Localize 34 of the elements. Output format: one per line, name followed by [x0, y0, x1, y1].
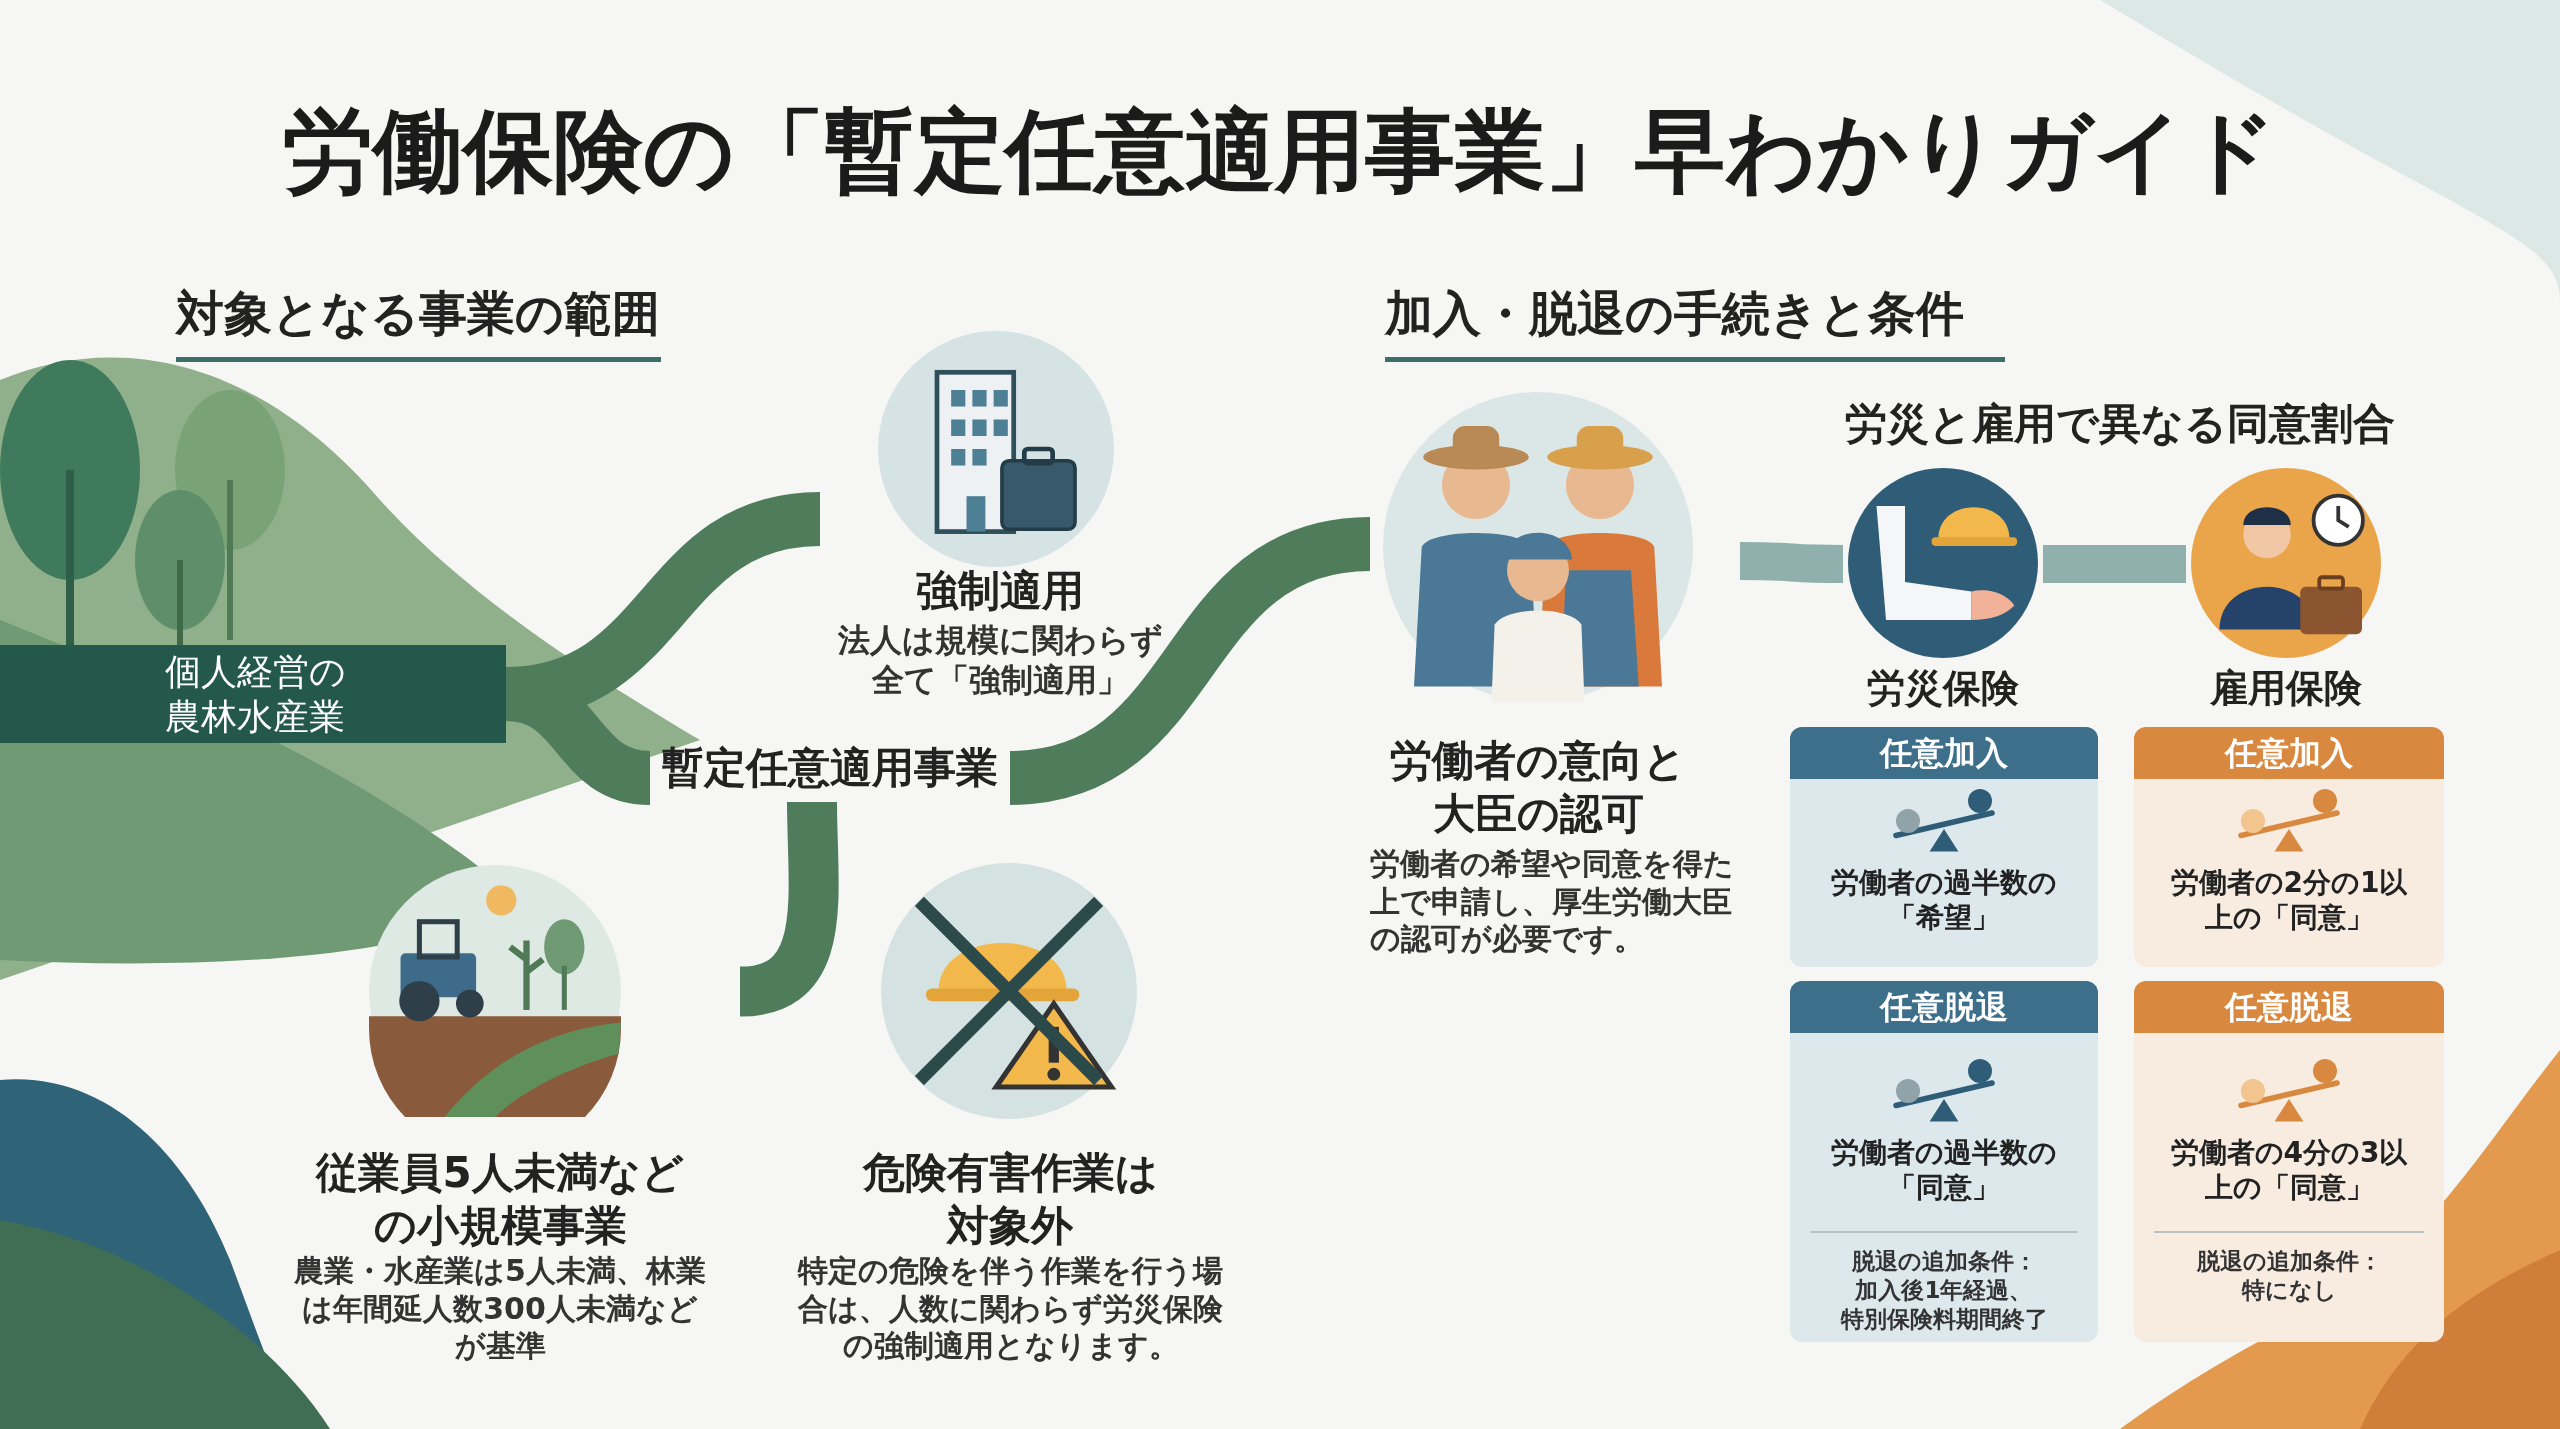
condition-text: 労働者の2分の1以上の「同意」: [2169, 865, 2409, 935]
card-header: 任意脱退: [2134, 981, 2444, 1033]
condition-card: [1790, 981, 2098, 1342]
river-path: [737, 801, 839, 1017]
card-header: 任意加入: [1790, 727, 2098, 779]
section-heading: 対象となる事業の範囲: [176, 283, 661, 362]
path-label: 暫定任意適用事業: [661, 742, 999, 794]
description: 法人は規模に関わらず全て「強制適用」: [836, 620, 1164, 700]
heading: 雇用保険: [2209, 665, 2363, 712]
heading: 従業員5人未満などの小規模事業: [314, 1147, 685, 1252]
heading: 労働者の意向と大臣の認可: [1389, 735, 1687, 840]
condition-card: [2134, 981, 2444, 1342]
subheading: 労災と雇用で異なる同意割合: [1844, 398, 2396, 450]
heading: 危険有害作業は対象外: [861, 1147, 1159, 1252]
heading: 強制適用: [915, 565, 1085, 617]
card-header: 任意脱退: [1790, 981, 2098, 1033]
title: 労働保険の「暫定任意適用事業」早わかりガイド: [282, 97, 2278, 205]
label-band: 個人経営の農林水産業: [0, 645, 506, 743]
section-heading: 加入・脱退の手続きと条件: [1385, 283, 2005, 362]
condition-card: [2134, 727, 2444, 967]
description: 特定の危険を伴う作業を行う場合は、人数に関わらず労災保険の強制適用となります。: [798, 1252, 1223, 1365]
condition-text: 労働者の過半数の「同意」: [1830, 1135, 2058, 1205]
note-text: 脱退の追加条件：加入後1年経過、特別保険料期間終了: [1839, 1247, 2049, 1334]
note-text: 脱退の追加条件：特になし: [2195, 1247, 2383, 1305]
river-path: [1007, 517, 1373, 805]
condition-text: 労働者の4分の3以上の「同意」: [2169, 1135, 2409, 1205]
river-path: [2043, 545, 2186, 583]
condition-text: 労働者の過半数の「希望」: [1830, 865, 2058, 935]
description: 農業・水産業は5人未満、林業は年間延人数300人未満などが基準: [293, 1252, 707, 1365]
card-header: 任意加入: [2134, 727, 2444, 779]
river-path: [1739, 542, 1844, 583]
description: 労働者の希望や同意を得た上で申請し、厚生労働大臣の認可が必要です。: [1370, 845, 1735, 958]
condition-card: [1790, 727, 2098, 967]
heading: 労災保険: [1866, 665, 2020, 712]
